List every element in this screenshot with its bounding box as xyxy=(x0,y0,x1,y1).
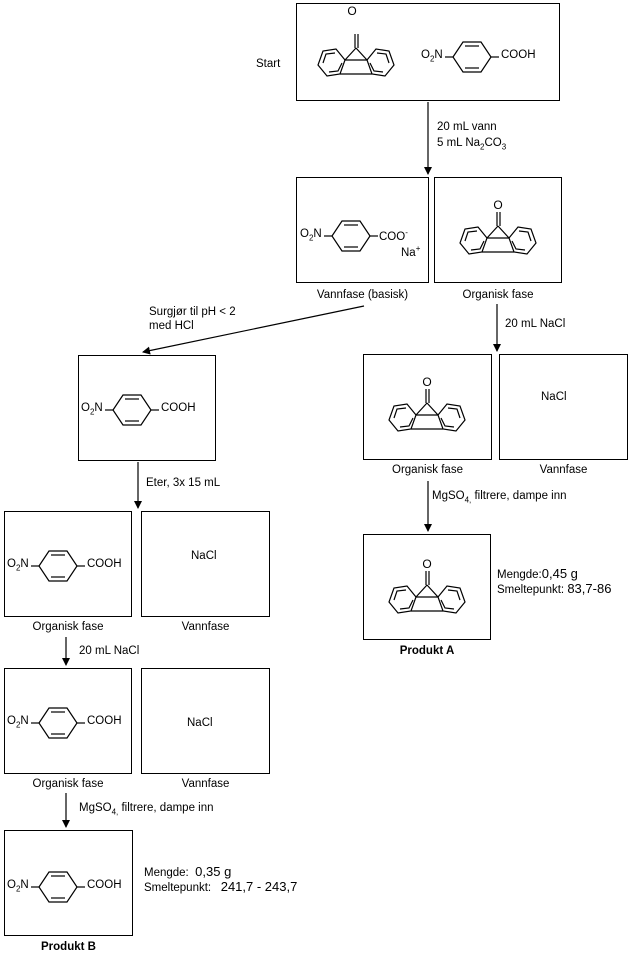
nitro-group: O2N xyxy=(300,228,322,243)
dry-step-left: MgSO4, filtrere, dampe inn xyxy=(79,802,214,817)
acidify-line-2: med HCl xyxy=(149,320,194,332)
benzene-ring xyxy=(324,220,378,252)
step1-reagent-1: 20 mL vann xyxy=(437,121,497,133)
nacl-wash-right: 20 mL NaCl xyxy=(505,318,566,330)
ether-extraction: Eter, 3x 15 mL xyxy=(146,477,221,489)
cooh-group: COOH xyxy=(87,558,122,570)
product-b-mengde: Mengde: 0,35 g xyxy=(144,864,232,879)
nacl-text: NaCl xyxy=(541,391,567,403)
nacl-wash-left: 20 mL NaCl xyxy=(79,645,140,657)
cooh-group: COOH xyxy=(87,715,122,727)
product-b-smeltepunkt: Smeltepunkt: 241,7 - 243,7 xyxy=(144,879,298,894)
nitro-group: O2N xyxy=(7,879,29,894)
product-a-mengde: Mengde:0,45 g xyxy=(497,566,578,581)
vannfase-label-3: Vannfase xyxy=(181,778,230,790)
organisk-fase-box-3: O2N COOH xyxy=(4,511,132,617)
step1-reagent-2: 5 mL Na2CO3 xyxy=(437,137,507,152)
cooh-group: COOH xyxy=(501,49,536,61)
product-b-title: Produkt B xyxy=(41,941,96,953)
benzene-ring xyxy=(445,41,499,73)
cooh-group: COOH xyxy=(161,402,196,414)
vannfase-basisk-label: Vannfase (basisk) xyxy=(316,289,409,301)
fluorenone-structure: O xyxy=(459,198,537,255)
vannfase-box-3: NaCl xyxy=(141,668,270,774)
dry-step-right: MgSO4, filtrere, dampe inn xyxy=(432,490,567,505)
acidified-acid-box: O2N COOH xyxy=(78,355,216,461)
vannfase-label-2: Vannfase xyxy=(181,621,230,633)
nitro-group: O2N xyxy=(7,715,29,730)
benzene-ring xyxy=(105,394,159,426)
cooh-group: COOH xyxy=(87,879,122,891)
fluorenone-structure: O xyxy=(388,375,466,432)
product-a-title: Produkt A xyxy=(399,645,455,657)
nitro-group: O2N xyxy=(7,558,29,573)
vannfase-basisk-box: O2N COO- Na+ xyxy=(296,177,429,283)
ketone-o-text: O xyxy=(422,375,431,389)
organisk-fase-label-4: Organisk fase xyxy=(32,778,104,790)
benzene-ring xyxy=(31,871,85,903)
fluorenone-structure: O xyxy=(317,4,395,77)
product-b-box: O2N COOH xyxy=(4,830,133,936)
organisk-fase-label-2: Organisk fase xyxy=(392,464,463,476)
product-a-smeltepunkt: Smeltepunkt: 83,7-86 xyxy=(497,581,612,596)
benzene-ring xyxy=(31,550,85,582)
organisk-fase-label-3: Organisk fase xyxy=(32,621,104,633)
ketone-o-text: O xyxy=(493,198,502,212)
acidify-line-1: Surgjør til pH < 2 xyxy=(149,306,236,318)
organisk-fase-box-1: O xyxy=(434,177,562,283)
nitro-group: O2N xyxy=(421,49,443,64)
nacl-text: NaCl xyxy=(191,550,217,562)
start-label: Start xyxy=(256,58,281,70)
arrow-basic-to-acidified xyxy=(142,305,365,355)
organisk-fase-box-2: O xyxy=(363,354,492,460)
nitro-group: O2N xyxy=(81,402,103,417)
sodium-ion: Na+ xyxy=(401,244,421,259)
vannfase-box-2: NaCl xyxy=(141,511,270,617)
organisk-fase-label-1: Organisk fase xyxy=(462,289,534,301)
fluorenone-structure: O xyxy=(388,557,466,614)
product-a-box: O xyxy=(363,534,491,640)
start-box: O O2N COOH xyxy=(296,3,560,101)
nacl-text: NaCl xyxy=(187,717,213,729)
ketone-o-text: O xyxy=(422,557,431,571)
organisk-fase-box-4: O2N COOH xyxy=(4,668,132,774)
ketone-o-text: O xyxy=(347,4,356,18)
coo-group: COO- xyxy=(379,228,408,243)
vannfase-box-1: NaCl xyxy=(499,354,628,460)
benzene-ring xyxy=(31,707,85,739)
vannfase-label-1: Vannfase xyxy=(539,464,588,476)
